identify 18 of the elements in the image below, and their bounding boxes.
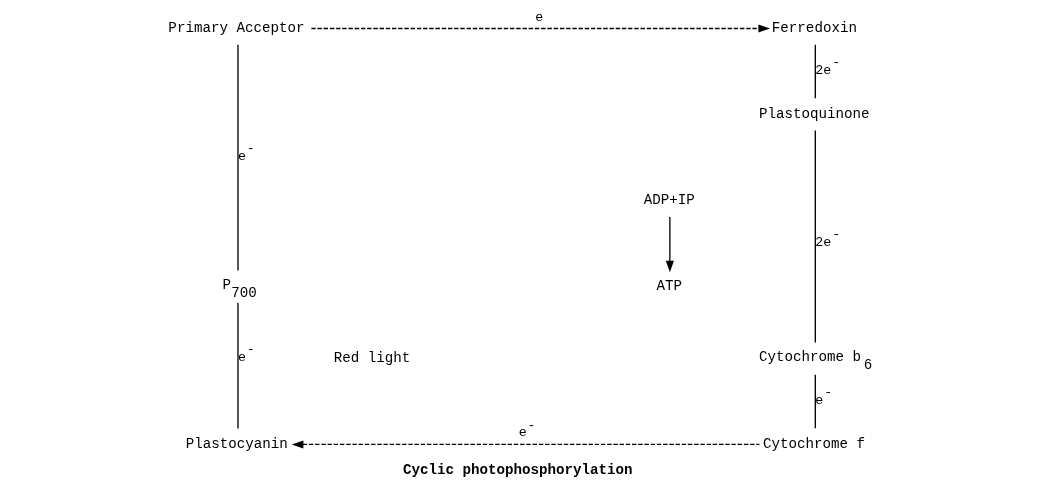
node-text: ATP <box>656 277 683 294</box>
node-text: ADP+IP <box>643 191 695 208</box>
node-text: Cytochrome f <box>762 435 866 452</box>
caption: Cyclic photophosphorylation <box>402 461 633 478</box>
node-text: Ferredoxin <box>771 19 857 36</box>
connector <box>814 43 816 99</box>
connector <box>814 129 816 343</box>
edge-label: e <box>535 9 544 25</box>
node-text: Plastocyanin <box>185 435 288 452</box>
connector <box>237 43 239 271</box>
arrow <box>291 439 761 448</box>
connector <box>814 373 816 429</box>
node-text: Primary Acceptor <box>168 19 305 36</box>
node-text: Plastoquinone <box>759 105 870 122</box>
label: Red light <box>333 349 411 366</box>
arrow <box>665 215 674 272</box>
connector <box>237 301 239 429</box>
arrow <box>310 23 770 33</box>
